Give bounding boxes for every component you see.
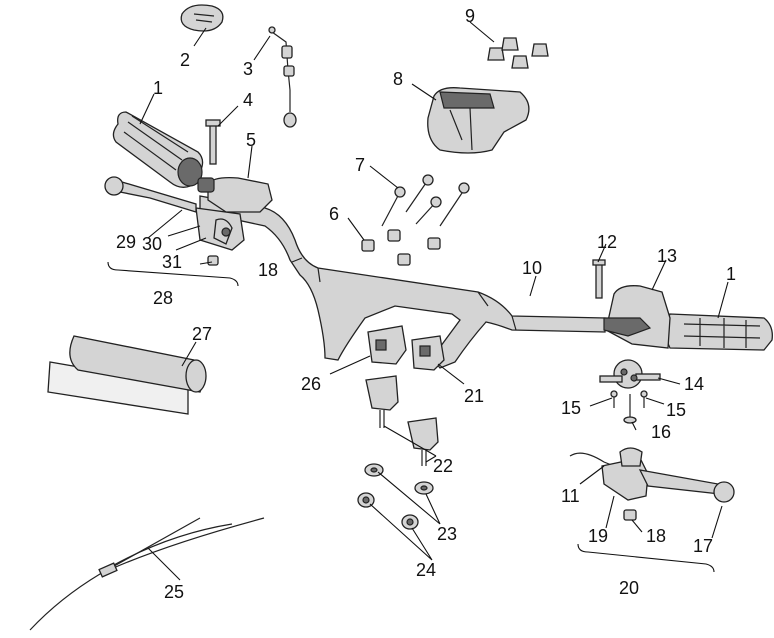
callout-13: 13 [657, 246, 677, 266]
callout-18-left: 18 [258, 260, 278, 280]
switch-wire-3 [268, 26, 297, 128]
callout-15-right: 15 [666, 400, 686, 420]
left-grip [112, 111, 204, 188]
callout-15-left: 15 [561, 398, 581, 418]
callout-27: 27 [192, 324, 212, 344]
risers-22 [365, 375, 439, 466]
nut-18-left [207, 255, 219, 266]
callout-29: 29 [116, 232, 136, 252]
bolt-12 [592, 259, 606, 299]
callout-22: 22 [433, 456, 453, 476]
group-bracket-20 [577, 543, 715, 573]
upper-clamps-26 [367, 325, 445, 371]
right-grip [665, 313, 773, 351]
screws-15-16 [610, 390, 648, 424]
callout-5: 5 [246, 130, 256, 150]
nuts-6 [361, 229, 441, 266]
callout-20: 20 [619, 578, 639, 598]
callout-1-right: 1 [726, 264, 736, 284]
callout-4: 4 [243, 90, 253, 110]
brake-switch-14 [599, 359, 661, 389]
callout-18-right: 18 [646, 526, 666, 546]
callout-1-left: 1 [153, 78, 163, 98]
bolt-4 [205, 119, 221, 165]
callout-10: 10 [522, 258, 542, 278]
callout-24: 24 [416, 560, 436, 580]
callout-6: 6 [329, 204, 339, 224]
callout-16: 16 [651, 422, 671, 442]
handlebar-cover-8 [427, 87, 530, 154]
throttle-housing [603, 285, 671, 349]
callout-26: 26 [301, 374, 321, 394]
wiring-harness-25 [29, 517, 265, 631]
callout-17: 17 [693, 536, 713, 556]
callout-8: 8 [393, 69, 403, 89]
callout-31: 31 [162, 252, 182, 272]
nuts-24 [357, 492, 419, 530]
master-cylinder-assembly [104, 176, 273, 251]
callout-labels: 1 1 2 3 4 5 6 7 8 9 10 11 12 13 14 15 15… [116, 6, 736, 602]
washers-23 [364, 463, 434, 495]
callout-3: 3 [243, 59, 253, 79]
callout-25: 25 [164, 582, 184, 602]
leader-lines [139, 21, 729, 581]
right-brake-lever-assembly [569, 447, 735, 521]
callout-7: 7 [355, 155, 365, 175]
group-bracket-28 [107, 261, 239, 287]
callout-28: 28 [153, 288, 173, 308]
callout-14: 14 [684, 374, 704, 394]
callout-9: 9 [465, 6, 475, 26]
callout-30: 30 [142, 234, 162, 254]
callout-21: 21 [464, 386, 484, 406]
callout-19: 19 [588, 526, 608, 546]
callout-23: 23 [437, 524, 457, 544]
callout-2: 2 [180, 50, 190, 70]
callout-12: 12 [597, 232, 617, 252]
bolts-7 [381, 174, 470, 227]
handlebar [199, 195, 606, 369]
nuts-9 [487, 37, 549, 69]
handlebar-pad-27 [47, 335, 207, 415]
callout-11: 11 [561, 486, 580, 506]
switch-2 [180, 4, 224, 32]
